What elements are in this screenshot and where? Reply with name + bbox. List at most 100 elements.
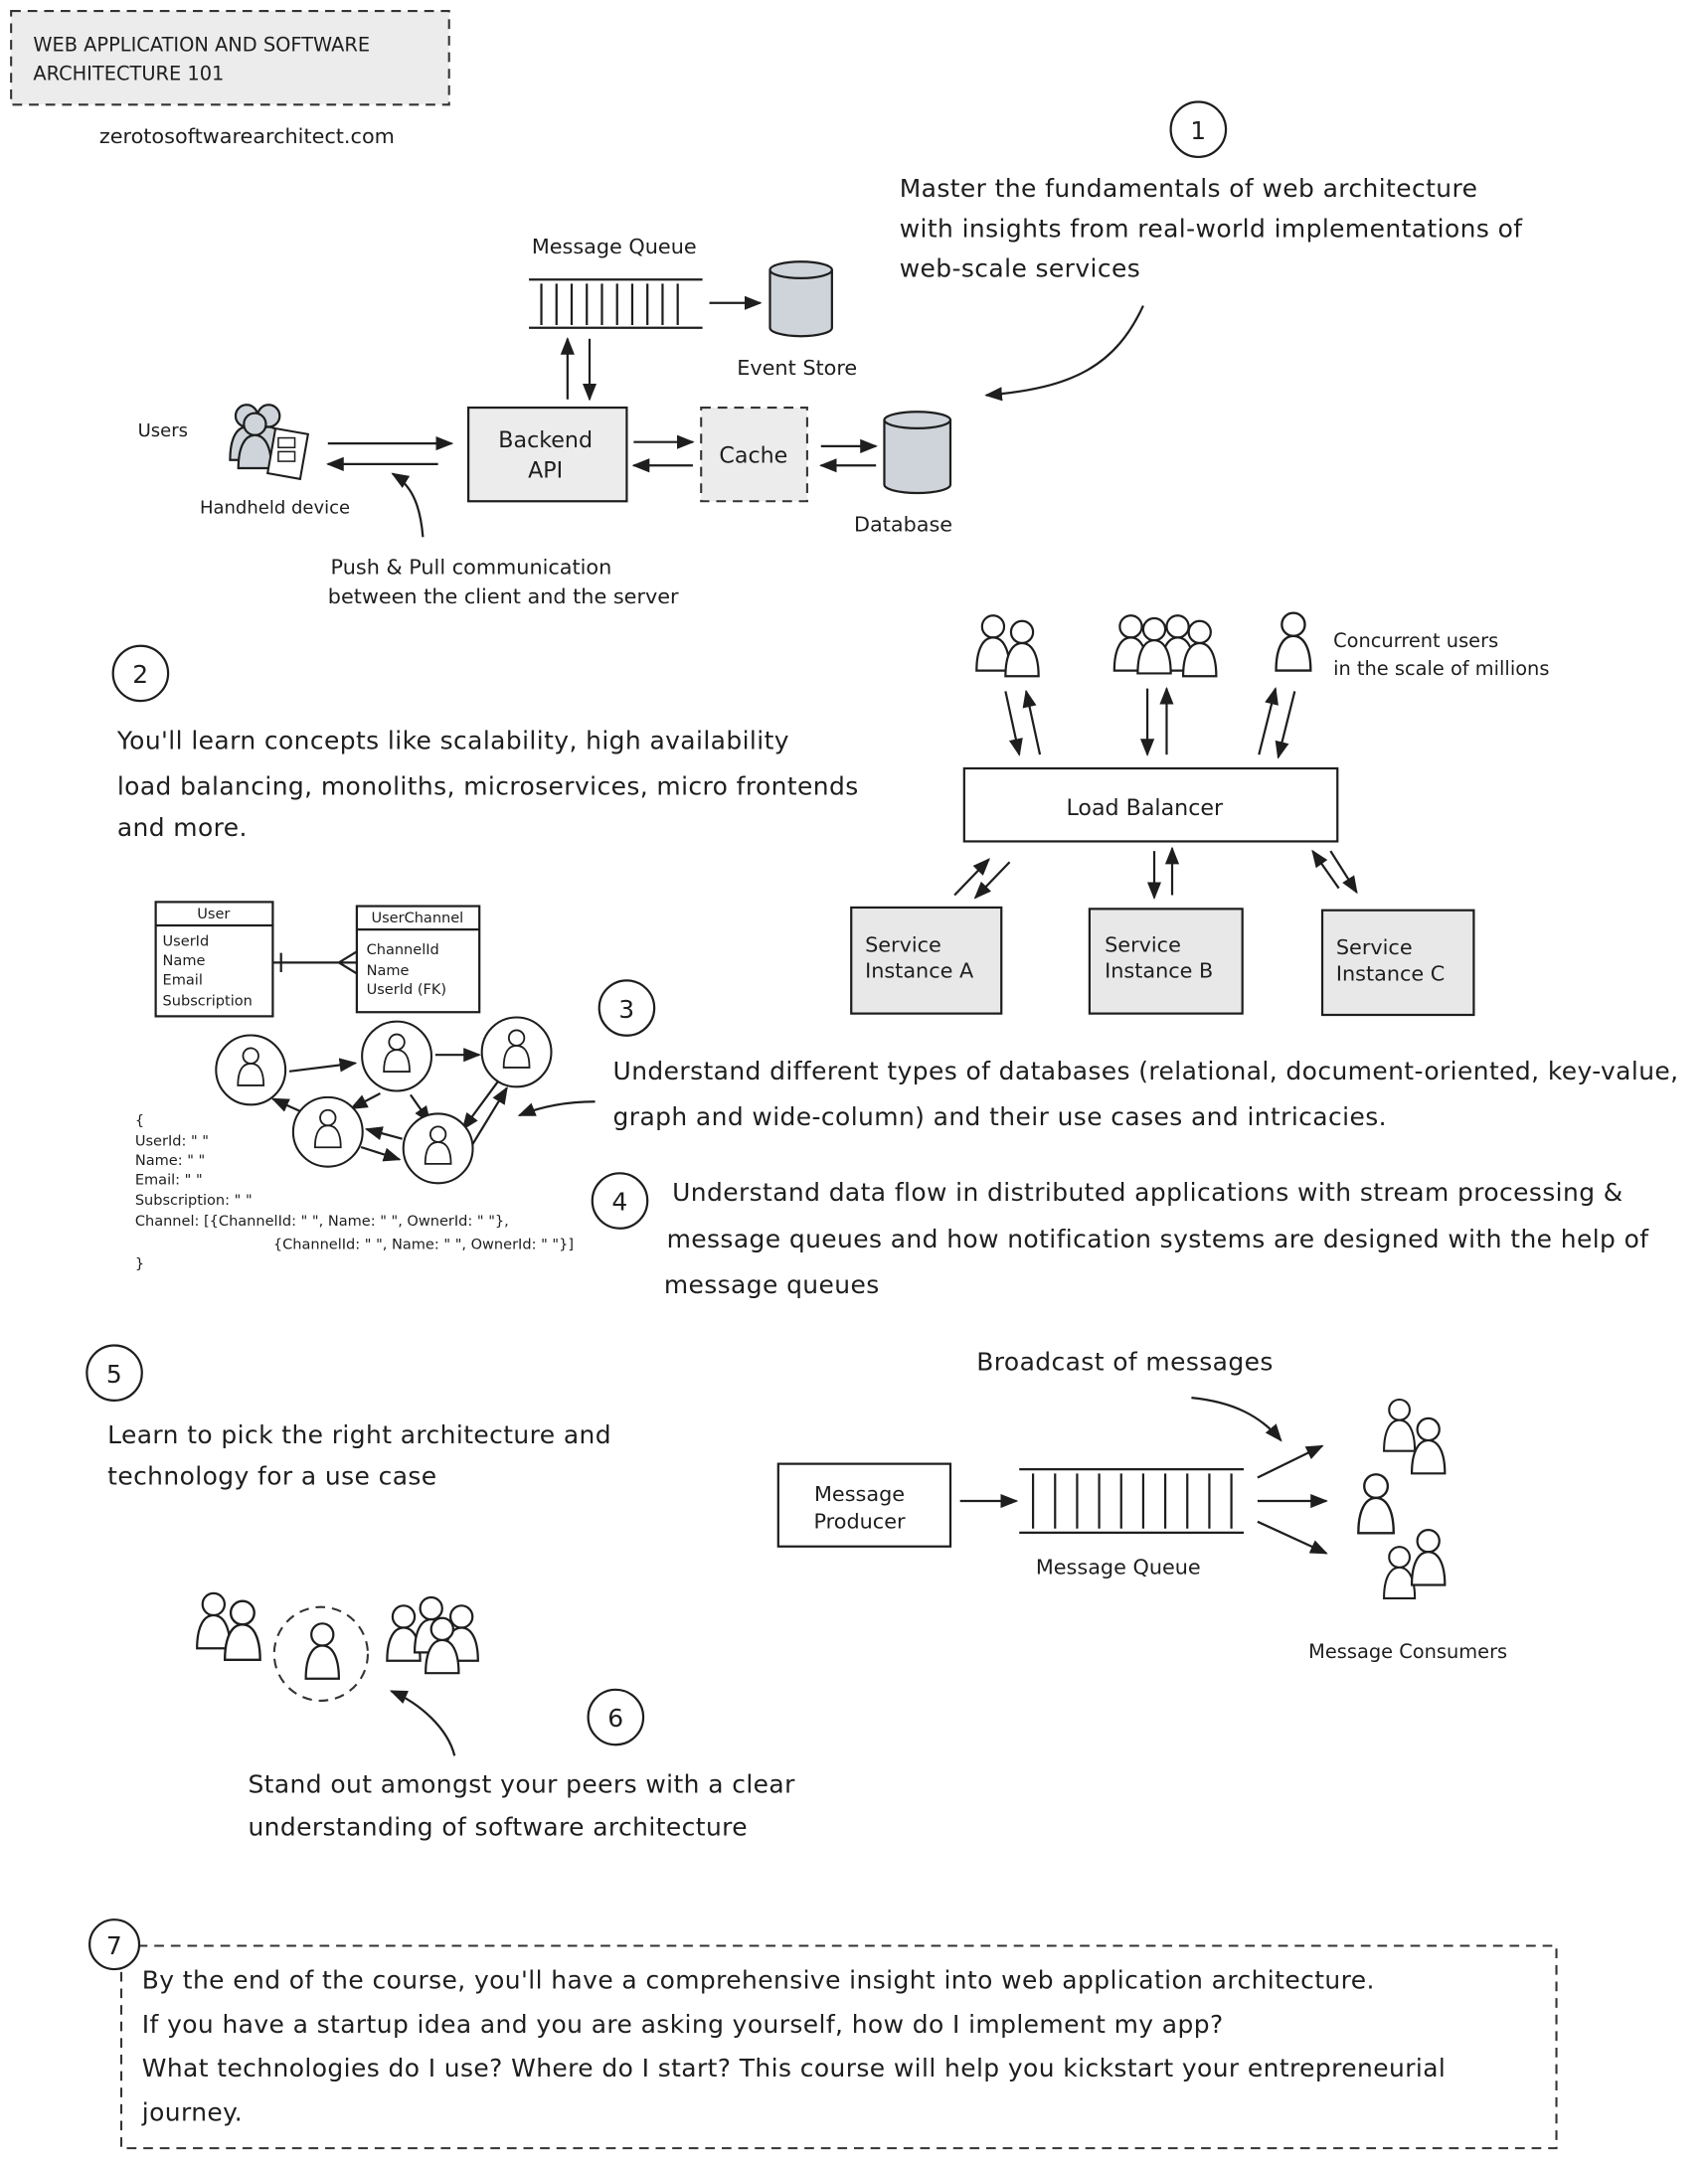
consumer-group-icon xyxy=(1382,1528,1447,1600)
step-1: 1 Master the fundamentals of web archite… xyxy=(900,100,1524,402)
step-number: 7 xyxy=(106,1931,122,1960)
graph-diagram xyxy=(215,1016,553,1185)
step-text: By the end of the course, you'll have a … xyxy=(142,1965,1375,1994)
document-example: { UserId: " " Name: " " Email: " " Subsc… xyxy=(135,1113,574,1272)
message-queue-label: Message Queue xyxy=(1036,1555,1201,1579)
service-label: Service xyxy=(865,932,941,956)
user-group-icon xyxy=(975,614,1040,678)
load-balancing-diagram: Concurrent users in the scale of million… xyxy=(850,611,1549,1017)
backend-api-box: Backend API xyxy=(466,406,628,503)
event-store-label: Event Store xyxy=(737,356,857,380)
step-text: and more. xyxy=(117,813,248,842)
user-group-icon xyxy=(1112,614,1218,678)
table-title: UserChannel xyxy=(371,911,463,926)
step-number: 4 xyxy=(611,1188,627,1217)
step-text: message queues and how notification syst… xyxy=(667,1225,1650,1253)
step-text: Stand out amongst your peers with a clea… xyxy=(248,1770,795,1799)
graph-node-icon xyxy=(402,1112,474,1185)
step-7-summary-box: 7 By the end of the course, you'll have … xyxy=(88,1918,1558,2150)
userchannel-table: UserChannel ChannelId Name UserId (FK) xyxy=(355,905,481,1014)
step-text: Understand data flow in distributed appl… xyxy=(672,1178,1623,1207)
table-field: ChannelId xyxy=(367,942,439,958)
step-text: message queues xyxy=(664,1270,880,1299)
step-text: technology for a use case xyxy=(107,1461,436,1490)
push-pull-label: between the client and the server xyxy=(328,584,679,608)
step-text: Understand different types of databases … xyxy=(613,1057,1679,1085)
service-instance-a: Service Instance A xyxy=(850,906,1003,1015)
website-link[interactable]: zerotosoftwarearchitect.com xyxy=(99,124,395,148)
graph-node-icon xyxy=(480,1016,553,1088)
document-line: Name: " " xyxy=(135,1153,205,1169)
peer-group-icon xyxy=(195,1591,261,1662)
document-line: UserId: " " xyxy=(135,1134,209,1150)
concurrent-users-label: Concurrent users xyxy=(1333,629,1498,652)
user-icon xyxy=(1275,611,1312,672)
title-line-2: ARCHITECTURE 101 xyxy=(33,62,224,84)
step-text: with insights from real-world implementa… xyxy=(900,214,1524,243)
document-line: Subscription: " " xyxy=(135,1193,253,1209)
table-title: User xyxy=(197,907,230,922)
load-balancer-label: Load Balancer xyxy=(1066,795,1224,821)
producer-label: Message xyxy=(814,1482,905,1506)
concurrent-users-label: in the scale of millions xyxy=(1333,657,1549,680)
graph-node-icon xyxy=(215,1034,287,1106)
broadcast-label: Broadcast of messages xyxy=(976,1347,1273,1376)
push-pull-label: Push & Pull communication xyxy=(331,556,612,580)
service-label: Instance A xyxy=(865,959,974,983)
handheld-label: Handheld device xyxy=(200,498,350,519)
database-label: Database xyxy=(854,513,952,537)
step-3: 3 Understand different types of database… xyxy=(517,979,1679,1131)
step-number: 2 xyxy=(132,660,148,689)
step-text: Learn to pick the right architecture and xyxy=(107,1420,611,1449)
table-field: Name xyxy=(367,963,410,979)
step-number: 5 xyxy=(106,1360,122,1389)
step-4: 4 Understand data flow in distributed ap… xyxy=(591,1172,1650,1299)
step-text: load balancing, monoliths, microservices… xyxy=(117,771,859,800)
title-line-1: WEB APPLICATION AND SOFTWARE xyxy=(33,33,370,56)
table-field: UserId xyxy=(163,934,210,950)
service-label: Service xyxy=(1105,932,1181,956)
consumer-group-icon xyxy=(1382,1398,1447,1475)
document-line: {ChannelId: " ", Name: " ", OwnerId: " "… xyxy=(214,1238,574,1253)
step-6: 6 Stand out amongst your peers with a cl… xyxy=(248,1688,795,1842)
consumer-icon xyxy=(1357,1473,1395,1535)
peers-illustration xyxy=(195,1591,479,1756)
title-box: WEB APPLICATION AND SOFTWARE ARCHITECTUR… xyxy=(10,10,450,106)
service-label: Instance B xyxy=(1105,959,1213,983)
step-text: web-scale services xyxy=(900,253,1140,282)
users-label: Users xyxy=(138,420,188,441)
step-text: journey. xyxy=(141,2097,243,2126)
consumers-label: Message Consumers xyxy=(1308,1640,1507,1663)
backend-label: Backend xyxy=(498,427,593,453)
table-field: UserId (FK) xyxy=(367,982,446,998)
cache-label: Cache xyxy=(719,442,787,468)
message-queue-label: Message Queue xyxy=(532,235,697,258)
step-number: 3 xyxy=(618,995,634,1024)
document-line: Channel: [{ChannelId: " ", Name: " ", Ow… xyxy=(135,1214,509,1230)
graph-node-icon xyxy=(291,1095,364,1168)
message-queue-icon xyxy=(1019,1468,1245,1535)
step-number: 1 xyxy=(1190,116,1206,145)
step-text: If you have a startup idea and you are a… xyxy=(142,2010,1224,2039)
backend-label: API xyxy=(528,458,563,484)
service-label: Instance C xyxy=(1336,961,1445,985)
pointer-arrow xyxy=(984,305,1144,402)
event-store-cylinder-icon xyxy=(769,260,833,338)
service-instance-c: Service Instance C xyxy=(1320,909,1475,1017)
step-text: What technologies do I use? Where do I s… xyxy=(142,2054,1446,2082)
service-label: Service xyxy=(1336,935,1413,959)
step-text: Master the fundamentals of web architect… xyxy=(900,174,1478,203)
step-5: 5 Learn to pick the right architecture a… xyxy=(85,1344,611,1490)
architecture-diagram: Message Queue Event Store Users Handheld… xyxy=(138,235,952,608)
step-text: graph and wide-column) and their use cas… xyxy=(613,1102,1387,1131)
service-instance-b: Service Instance B xyxy=(1088,908,1244,1015)
table-field: Subscription xyxy=(163,993,253,1009)
user-table: User UserId Name Email Subscription xyxy=(154,901,274,1018)
producer-label: Producer xyxy=(814,1510,906,1534)
table-field: Name xyxy=(163,953,206,969)
database-cylinder-icon xyxy=(883,411,952,495)
step-text: You'll learn concepts like scalability, … xyxy=(116,727,789,755)
er-diagram: User UserId Name Email Subscription User… xyxy=(154,901,481,1018)
step-text: understanding of software architecture xyxy=(248,1813,748,1842)
